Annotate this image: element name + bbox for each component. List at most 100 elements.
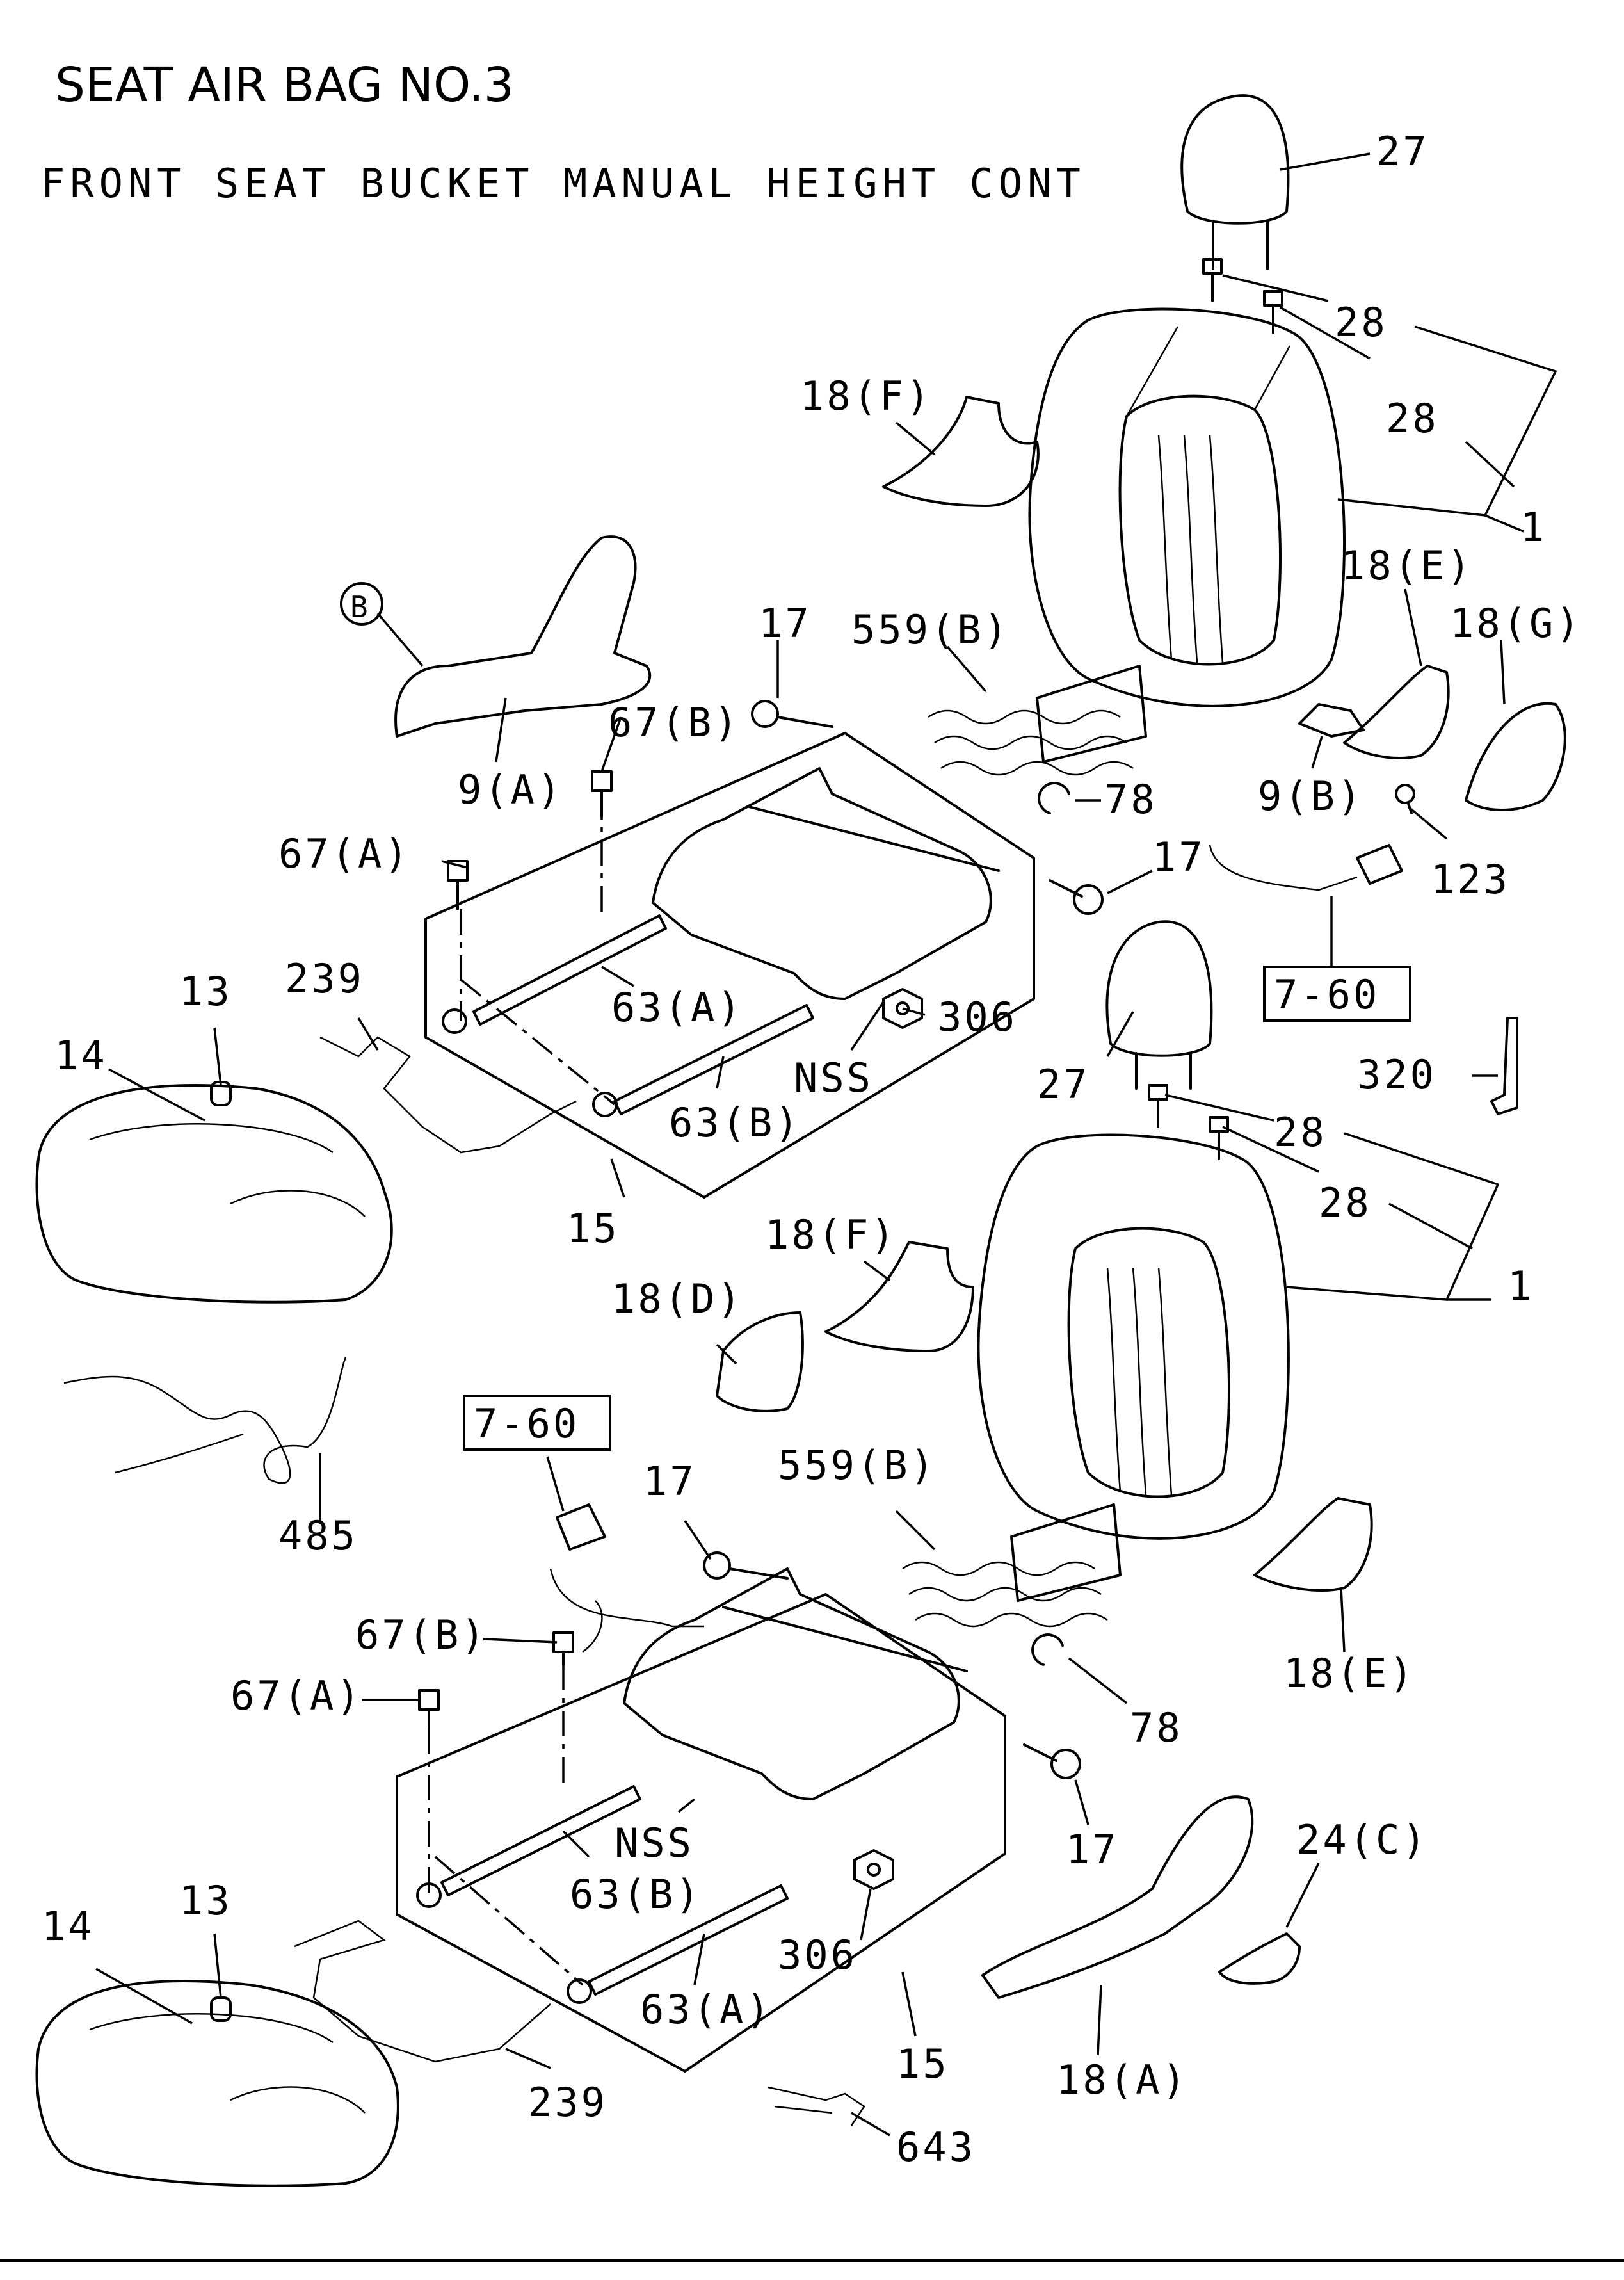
label-18e-upper: 18(E) [1341, 542, 1474, 589]
label-63b-lower: 63(B) [570, 1871, 702, 1918]
label-17-lower-a: 17 [643, 1458, 696, 1505]
label-17-upper-a: 17 [759, 600, 812, 647]
label-63a-lower: 63(A) [640, 1986, 773, 2033]
trim-18f-upper [882, 396, 1040, 507]
label-18e-lower: 18(E) [1283, 1650, 1416, 1697]
label-1-upper: 1 [1520, 504, 1547, 551]
label-18d: 18(D) [611, 1275, 744, 1322]
label-27-lower: 27 [1037, 1061, 1090, 1108]
bracket-9b [1298, 703, 1365, 738]
seat-cushion-lower [35, 1980, 399, 2187]
diagram-subtitle: FRONT SEAT BUCKET MANUAL HEIGHT CONT [41, 160, 1086, 207]
seat-frame-upper [424, 732, 1035, 1199]
label-28-upper-b: 28 [1386, 395, 1439, 442]
trim-18f-lower [824, 1241, 974, 1352]
wire-239-lower [294, 1920, 551, 2063]
label-485: 485 [278, 1512, 358, 1559]
bolt-67b-lower [552, 1631, 574, 1666]
clip-78-upper [1038, 782, 1070, 814]
leader-lines [95, 152, 1557, 2137]
seat-frame-lower [396, 1567, 1006, 2073]
headrest-lower [1105, 920, 1213, 1090]
harness-485 [63, 1357, 347, 1484]
part-320 [1490, 1017, 1518, 1115]
buckle-7-60-upper [1209, 844, 1403, 891]
label-14-lower: 14 [42, 1903, 95, 1950]
label-559b-lower: 559(B) [778, 1442, 937, 1489]
label-9a: 9(A) [458, 766, 563, 813]
label-7-60-lower: 7-60 [474, 1400, 579, 1447]
ref-box-7-60-lower [463, 1395, 611, 1451]
bolt-67a-upper [447, 860, 469, 910]
label-28-lower-b: 28 [1319, 1179, 1372, 1226]
label-306-upper: 306 [938, 994, 1017, 1040]
label-b-circle: B [350, 590, 371, 624]
nut-306-upper [882, 988, 923, 1029]
label-13-upper: 13 [179, 968, 232, 1015]
bolt-17-upper-a [751, 700, 833, 728]
bolt-17-upper-b [1049, 879, 1104, 915]
label-17-lower-b: 17 [1066, 1826, 1119, 1873]
label-320: 320 [1357, 1051, 1436, 1098]
springs-559b-lower [902, 1503, 1122, 1628]
bolt-17-lower-a [703, 1551, 789, 1580]
label-78-upper: 78 [1104, 776, 1157, 823]
label-9b: 9(B) [1258, 773, 1363, 820]
label-67a-upper: 67(A) [278, 830, 411, 877]
ref-box-7-60-upper [1263, 966, 1411, 1022]
label-18f-upper: 18(F) [800, 373, 933, 419]
trim-18d [716, 1311, 804, 1412]
recliner-cover-b [340, 535, 652, 738]
label-63a-upper: 63(A) [611, 984, 744, 1031]
headrest-guide-clips-lower [1148, 1084, 1229, 1160]
label-67b-lower: 67(B) [355, 1612, 488, 1658]
label-63b-upper: 63(B) [669, 1099, 801, 1146]
label-nss-upper: NSS [794, 1055, 873, 1101]
bolt-17-lower-b [1023, 1743, 1081, 1779]
label-1-lower: 1 [1507, 1263, 1534, 1309]
label-67a-lower: 67(A) [230, 1672, 363, 1719]
bottom-rule [0, 2259, 1624, 2262]
cover-24c [1218, 1932, 1301, 1985]
label-239-lower: 239 [528, 2079, 607, 2126]
label-559b-upper: 559(B) [851, 606, 1010, 653]
nut-306-lower [853, 1849, 894, 1890]
cover-18g [1465, 702, 1566, 811]
label-13-lower: 13 [179, 1877, 232, 1924]
label-14-upper: 14 [54, 1032, 108, 1079]
label-643: 643 [896, 2124, 976, 2171]
label-17-upper-b: 17 [1152, 834, 1205, 880]
label-28-lower-a: 28 [1274, 1109, 1327, 1156]
bolt-67b-upper [591, 770, 613, 818]
label-24c: 24(C) [1296, 1816, 1429, 1863]
label-28-upper-a: 28 [1335, 299, 1388, 346]
label-15-upper: 15 [567, 1205, 620, 1252]
bolt-67a-lower [418, 1689, 440, 1730]
springs-559b-upper [928, 665, 1147, 776]
buckle-7-60-lower [549, 1503, 704, 1653]
headrest-guide-clips-upper [1202, 258, 1283, 334]
seat-back-lower [977, 1133, 1290, 1540]
trim-18e-lower [1253, 1497, 1373, 1592]
side-cover-18a [981, 1795, 1254, 1999]
label-123: 123 [1431, 856, 1510, 903]
label-78-lower: 78 [1130, 1704, 1183, 1751]
clip-78-lower [1031, 1633, 1064, 1666]
seat-cushion-upper [35, 1081, 393, 1304]
headrest-upper [1180, 94, 1290, 270]
label-15-lower: 15 [896, 2041, 949, 2087]
label-239-upper: 239 [285, 955, 364, 1002]
diagram-title: SEAT AIR BAG NO.3 [55, 58, 514, 113]
trim-18e-upper [1343, 665, 1450, 759]
label-18g: 18(G) [1450, 600, 1582, 647]
label-18a: 18(A) [1056, 2057, 1189, 2103]
label-7-60-upper: 7-60 [1274, 971, 1379, 1018]
label-nss-lower: NSS [615, 1820, 694, 1866]
label-18f-lower: 18(F) [765, 1211, 897, 1258]
label-27-upper: 27 [1376, 128, 1429, 175]
label-306-lower: 306 [778, 1932, 857, 1978]
label-67b-upper: 67(B) [608, 699, 741, 746]
seat-back-upper [1028, 307, 1346, 707]
wire-239-upper [319, 1036, 577, 1154]
